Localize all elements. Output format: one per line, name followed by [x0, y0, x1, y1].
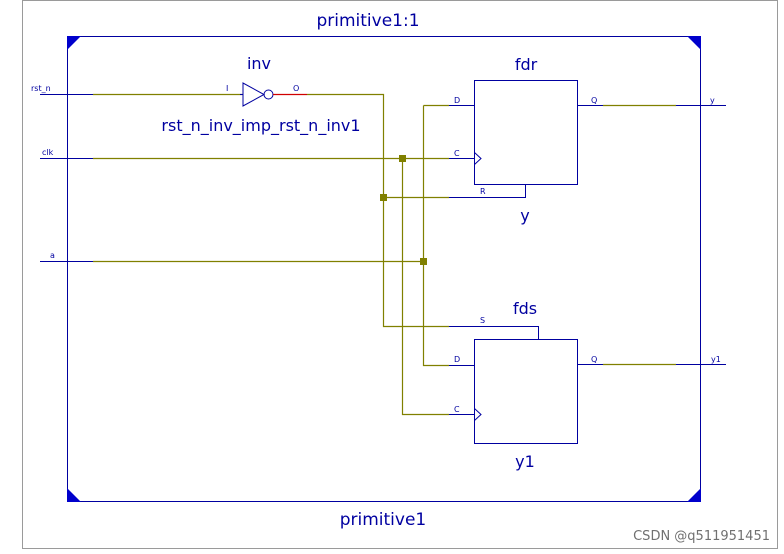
fdr-box — [474, 80, 578, 185]
port-label-clk: clk — [42, 148, 54, 157]
fds-box — [474, 339, 578, 444]
inverter-instance-label: rst_n_inv_imp_rst_n_inv1 — [161, 116, 360, 136]
fds-type-label: fds — [513, 299, 537, 318]
net-a-fdr-d — [422, 105, 449, 367]
input-port-clk[interactable]: clk — [40, 148, 93, 159]
frame-corner-tl — [67, 36, 81, 50]
net-clk-fds — [401, 158, 449, 416]
junction-clk — [399, 155, 406, 162]
inverter-triangle — [242, 82, 266, 107]
fdr-pin-r: R — [480, 187, 486, 196]
junction-rst — [380, 194, 387, 201]
page-border — [22, 0, 778, 549]
module-footer: primitive1 — [340, 510, 427, 530]
inverter-bubble — [263, 89, 274, 100]
net-rst-n-inv — [307, 93, 449, 328]
fds-block[interactable]: fds S D C Q y1 — [449, 299, 603, 471]
inverter-pin-o: O — [293, 84, 299, 93]
fds-instance-label: y1 — [515, 452, 535, 471]
fdr-clock-marker — [474, 152, 482, 165]
fds-pin-q: Q — [591, 355, 597, 364]
fds-pin-c: C — [454, 405, 460, 414]
port-label-rst-n: rst_n — [31, 84, 51, 93]
fds-pin-s: S — [480, 316, 485, 325]
fdr-instance-label: y — [520, 206, 529, 225]
fdr-pin-c: C — [454, 149, 460, 158]
module-frame[interactable] — [67, 36, 701, 502]
module-title: primitive1:1 — [316, 11, 419, 31]
fds-pin-d: D — [454, 355, 460, 364]
frame-corner-br — [687, 488, 701, 502]
inverter-pin-i: I — [226, 84, 228, 93]
fdr-type-label: fdr — [515, 55, 538, 74]
junction-a — [420, 258, 427, 265]
inverter-type-label: inv — [247, 54, 271, 73]
inverter-inv[interactable]: inv I O rst_n_inv_imp_rst_n_inv1 — [161, 54, 360, 136]
input-port-rst-n[interactable]: rst_n — [31, 84, 93, 95]
frame-corner-bl — [67, 488, 81, 502]
port-label-y1: y1 — [711, 355, 721, 364]
port-label-y: y — [710, 96, 715, 105]
fds-clock-marker — [474, 408, 482, 421]
watermark: CSDN @q511951451 — [633, 529, 770, 544]
nets — [93, 93, 676, 416]
port-label-a: a — [50, 251, 55, 260]
input-port-a[interactable]: a — [40, 251, 93, 262]
output-port-y1[interactable]: y1 — [676, 355, 726, 365]
fdr-block[interactable]: fdr D C R Q y — [449, 55, 603, 225]
fdr-pin-d: D — [454, 96, 460, 105]
output-port-y[interactable]: y — [676, 96, 726, 106]
frame-corner-tr — [687, 36, 701, 50]
fdr-pin-q: Q — [591, 96, 597, 105]
